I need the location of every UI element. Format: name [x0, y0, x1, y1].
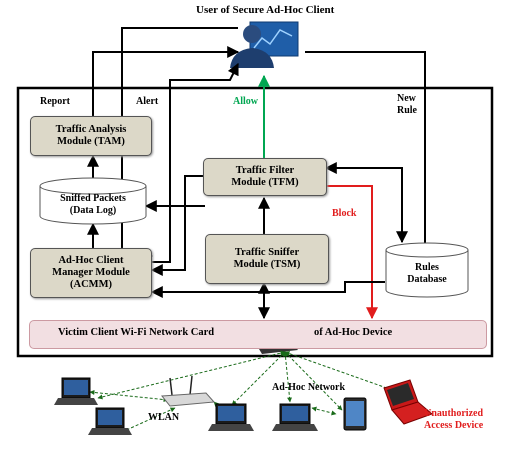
- wifi-card-label-right: of Ad-Hoc Device: [314, 327, 393, 338]
- sniffed-packets-label: Sniffed Packets (Data Log): [44, 193, 142, 217]
- edge-new-rule: [305, 51, 431, 260]
- unauthorized-laptop-icon: [383, 379, 433, 425]
- sniffed-line1: Sniffed Packets: [60, 193, 126, 204]
- tam-line1: Traffic Analysis: [55, 124, 127, 135]
- new-rule-label: New Rule: [397, 93, 417, 117]
- rules-line1: Rules: [415, 262, 439, 273]
- rules-database-cylinder: [385, 242, 469, 298]
- traffic-sniffer-module: Traffic Sniffer Module (TSM): [205, 234, 329, 284]
- tfm-line1: Traffic Filter: [235, 165, 295, 176]
- unauthorized-line1: Unauthorized: [424, 408, 484, 419]
- laptop-icon-1: [54, 377, 98, 405]
- wifi-card-label-left: Victim Client Wi-Fi Network Card: [58, 327, 215, 338]
- user-icon: [230, 21, 299, 68]
- rules-line2: Database: [407, 274, 447, 285]
- report-label: Report: [40, 96, 70, 107]
- rules-database-label: Rules Database: [390, 262, 464, 286]
- sniffed-packets-cylinder: [39, 177, 147, 225]
- tsm-line1: Traffic Sniffer: [234, 247, 300, 258]
- traffic-filter-module: Traffic Filter Module (TFM): [203, 158, 327, 196]
- new-rule-line1: New: [397, 93, 416, 104]
- laptop-icon-2: [88, 407, 132, 435]
- wireless-router-icon: [161, 375, 216, 407]
- ad-hoc-client-manager-module: Ad-Hoc Client Manager Module (ACMM): [30, 248, 152, 298]
- edge-tfm-acmm: [150, 175, 203, 276]
- tablet-icon: [343, 397, 367, 431]
- block-label: Block: [332, 208, 357, 219]
- edge-rules-acmm: [150, 281, 385, 298]
- wlan-label: WLAN: [148, 412, 180, 423]
- acmm-line3: (ACMM): [70, 279, 112, 290]
- sniffed-line2: (Data Log): [69, 205, 117, 216]
- tam-line2: Module (TAM): [57, 136, 125, 147]
- unauthorized-line2: Access Device: [424, 420, 484, 431]
- unauthorized-device-label: Unauthorized Access Device: [424, 408, 483, 432]
- wifi-network-card: [29, 320, 487, 349]
- adhoc-network-label: Ad-Hoc Network: [272, 382, 346, 393]
- tfm-line2: Module (TFM): [231, 177, 299, 188]
- diagram-title: User of Secure Ad-Hoc Client: [196, 4, 335, 16]
- tsm-line2: Module (TSM): [233, 259, 301, 270]
- acmm-line1: Ad-Hoc Client: [58, 255, 124, 266]
- edge-tfm-rules: [324, 162, 408, 244]
- edge-block: [326, 185, 378, 320]
- edge-report: [92, 46, 240, 116]
- acmm-line2: Manager Module: [52, 267, 130, 278]
- network-links: [89, 350, 399, 433]
- alert-label: Alert: [136, 96, 159, 107]
- traffic-analysis-module: Traffic Analysis Module (TAM): [30, 116, 152, 156]
- new-rule-line2: Rule: [397, 105, 417, 116]
- edge-alert: [152, 62, 239, 263]
- laptop-icon-3: [208, 403, 254, 431]
- laptop-icon-4: [272, 403, 318, 431]
- allow-label: Allow: [233, 96, 258, 107]
